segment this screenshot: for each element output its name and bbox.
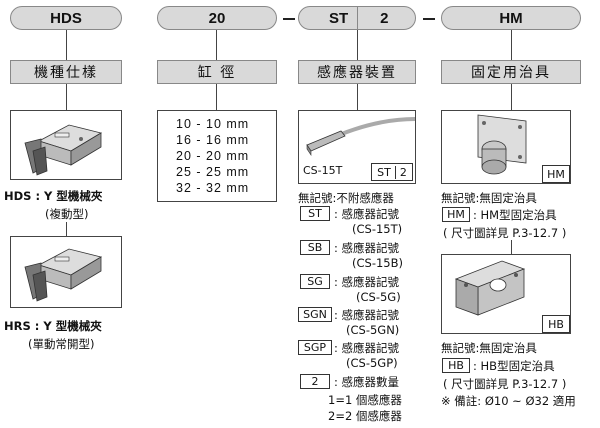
- connector-line: [357, 30, 358, 60]
- sensor-code-tag: SGN: [298, 307, 332, 322]
- sensor-qty-1: 1=1 個感應器: [328, 393, 402, 407]
- hds-gripper-image: [10, 110, 122, 180]
- dash-separator: [283, 18, 295, 20]
- sensor-code: ST: [329, 9, 349, 27]
- bore-size-item: 25 - 25 mm: [176, 165, 250, 179]
- gripper-illustration: [24, 124, 103, 176]
- header-sensor: 感應器裝置: [298, 60, 416, 84]
- sensor-image-box: CS-15T ST 2: [298, 110, 416, 184]
- header-bore: 缸 徑: [157, 60, 277, 84]
- connector-line: [66, 222, 67, 236]
- connector-line: [511, 84, 512, 110]
- hb-code-tag: HB: [442, 358, 470, 373]
- dash-separator: [423, 18, 435, 20]
- sensor-illustration: [306, 117, 416, 156]
- sensor-qty-2: 2=2 個感應器: [328, 409, 402, 423]
- hm-none-text: 無記號:無固定治具: [441, 191, 537, 205]
- sensor-code-model: (CS-15T): [352, 222, 403, 236]
- sensor-qty-code: 2: [380, 9, 389, 27]
- connector-line: [216, 84, 217, 110]
- bore-size-item: 10 - 10 mm: [176, 117, 250, 131]
- connector-line: [511, 30, 512, 60]
- hm-code-tag: HM: [442, 207, 470, 222]
- hb-ref-text: ( 尺寸圖詳見 P.3-12.7 ): [443, 377, 567, 391]
- bore-code-pill: 20: [157, 6, 277, 30]
- sensor-code-model: (CS-5G): [356, 290, 401, 304]
- sensor-qty-tag: 2: [300, 374, 330, 389]
- hrs-gripper-image: [10, 236, 122, 308]
- sensor-tag-st: ST: [377, 165, 396, 179]
- hb-mount-illustration: [454, 260, 526, 316]
- sensor-tag-box: ST 2: [371, 163, 413, 181]
- sensor-code-model: (CS-5GN): [346, 323, 400, 337]
- hb-code-text: : HB型固定治具: [473, 359, 555, 373]
- bore-note: ※ 備註: Ø10 ~ Ø32 適用: [441, 394, 576, 408]
- sensor-code-tag: SGP: [298, 340, 332, 355]
- sensor-code-text: : 感應器記號: [334, 241, 400, 255]
- bore-size-item: 32 - 32 mm: [176, 181, 250, 195]
- sensor-none-text: 無記號:不附感應器: [298, 191, 394, 205]
- connector-line: [66, 84, 67, 110]
- gripper-illustration: [24, 248, 103, 302]
- hm-ref-text: ( 尺寸圖詳見 P.3-12.7 ): [443, 226, 567, 240]
- mount-code-pill: HM: [441, 6, 581, 30]
- hrs-sub: (單動常開型): [28, 337, 95, 351]
- bore-size-list: 10 - 10 mm 16 - 16 mm 20 - 20 mm 25 - 25…: [157, 110, 277, 202]
- hds-label: HDS : Y 型機械夾: [4, 189, 103, 203]
- hm-tag: HM: [542, 165, 570, 183]
- sensor-code-tag: SG: [300, 274, 330, 289]
- hb-mount-image-box: HB: [441, 254, 571, 334]
- hds-sub: (複動型): [45, 207, 89, 221]
- hm-mount-image-box: HM: [441, 110, 571, 184]
- connector-line: [216, 30, 217, 60]
- sensor-tag-qty: 2: [399, 165, 407, 179]
- model-code-pill: HDS: [10, 6, 122, 30]
- header-mount: 固定用治具: [441, 60, 581, 84]
- sensor-code-text: : 感應器記號: [334, 275, 400, 289]
- sensor-code-tag: ST: [300, 206, 330, 221]
- sensor-model-label: CS-15T: [303, 164, 343, 177]
- connector-line: [66, 30, 67, 60]
- connector-line: [357, 84, 358, 110]
- hrs-label: HRS : Y 型機械夾: [4, 319, 102, 333]
- connector-line: [511, 240, 512, 254]
- bore-size-item: 16 - 16 mm: [176, 133, 250, 147]
- pill-divider: [357, 6, 358, 30]
- sensor-code-model: (CS-15B): [352, 256, 403, 270]
- hb-tag: HB: [542, 315, 570, 333]
- sensor-code-text: : 感應器記號: [334, 308, 400, 322]
- header-model-spec: 機種仕樣: [10, 60, 122, 84]
- sensor-code-tag: SB: [300, 240, 330, 255]
- hm-mount-illustration: [477, 114, 527, 175]
- bore-size-item: 20 - 20 mm: [176, 149, 250, 163]
- sensor-code-text: : 感應器記號: [334, 207, 400, 221]
- sensor-code-text: : 感應器記號: [334, 341, 400, 355]
- hb-none-text: 無記號:無固定治具: [441, 341, 537, 355]
- sensor-code-model: (CS-5GP): [346, 356, 398, 370]
- hm-code-text: : HM型固定治具: [473, 208, 557, 222]
- sensor-qty-text: : 感應器數量: [334, 375, 400, 389]
